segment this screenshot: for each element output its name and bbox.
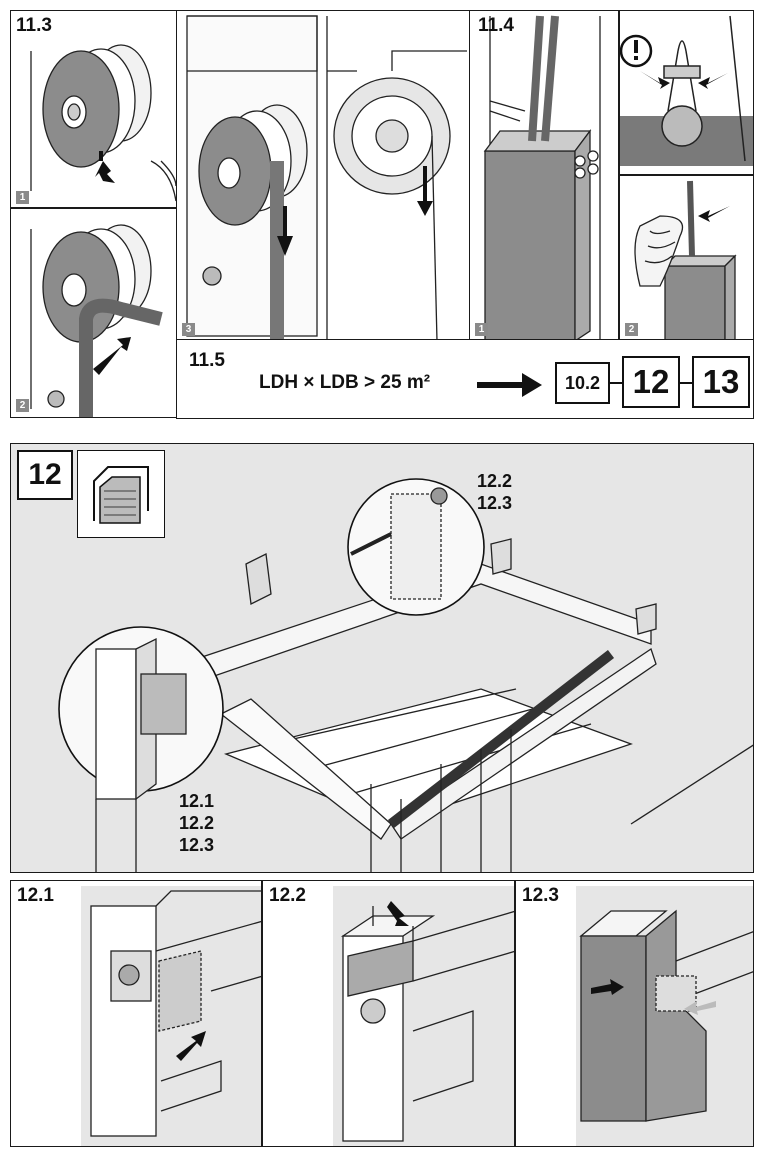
callout-label-bottom: 12.1 12.2 12.3	[179, 790, 214, 856]
hand-bracket-illustration	[634, 180, 737, 339]
area-condition: LDH × LDB > 25 m²	[259, 372, 431, 393]
callout-ref: 12.3	[477, 493, 513, 513]
panel-11-4-step-1: 11.4 1	[469, 10, 619, 340]
substep-number: 1	[16, 191, 29, 204]
door-bracket-illustration	[483, 15, 601, 339]
panel-11-3-step-2: 2	[10, 208, 177, 418]
hex-key-icon	[93, 466, 149, 524]
callout-ref: 12.2	[477, 471, 513, 491]
side-bracket-detail	[81, 886, 261, 1146]
step-label-11-5: 11.5	[189, 350, 225, 371]
step-label-11-4: 11.4	[478, 15, 514, 36]
panel-12-1: 12.1	[10, 880, 262, 1147]
callout-ref: 12.3	[179, 835, 215, 855]
spool-illustration	[30, 44, 176, 202]
ref-box-13: 13	[692, 356, 750, 408]
cover-detail	[576, 886, 753, 1146]
substep-number: 1	[475, 323, 488, 336]
panel-11-3-step-3: 3	[176, 10, 470, 340]
ref-box-12: 12	[622, 356, 680, 408]
panel-12-3: 12.3	[515, 880, 754, 1147]
callout-label-top: 12.2 12.3	[477, 470, 512, 514]
ref-connector	[610, 382, 622, 384]
substep-number: 3	[182, 323, 195, 336]
callout-ref: 12.1	[179, 791, 215, 811]
spool-belt-illustration	[30, 224, 163, 417]
cable-loop-illustration	[620, 15, 753, 166]
panel-11-5: 11.5 LDH × LDB > 25 m² 10.2 12 13	[176, 339, 754, 419]
step-number-12: 12	[17, 450, 73, 500]
arrow-right-icon	[477, 373, 542, 397]
spool-pulley-illustration	[186, 15, 467, 339]
step-label-12-1: 12.1	[17, 885, 54, 906]
step-label-12-3: 12.3	[522, 885, 559, 906]
step-label-11-3: 11.3	[16, 15, 52, 36]
panel-11-4-warning	[619, 10, 754, 175]
frame-assembly-illustration	[58, 478, 753, 872]
ref-connector	[680, 382, 692, 384]
substep-number: 2	[625, 323, 638, 336]
panel-12-2: 12.2	[262, 880, 515, 1147]
panel-12-overview: 12 12.2 12.3 12.1 12.2 12.3	[10, 443, 754, 873]
tool-box	[77, 450, 165, 538]
top-bracket-detail	[333, 886, 514, 1146]
substep-number: 2	[16, 399, 29, 412]
panel-11-3-step-1: 11.3 1	[10, 10, 177, 208]
panel-11-4-step-2: 2	[619, 175, 754, 340]
callout-ref: 12.2	[179, 813, 215, 833]
ref-box-10-2: 10.2	[555, 362, 610, 404]
step-label-12-2: 12.2	[269, 885, 306, 906]
